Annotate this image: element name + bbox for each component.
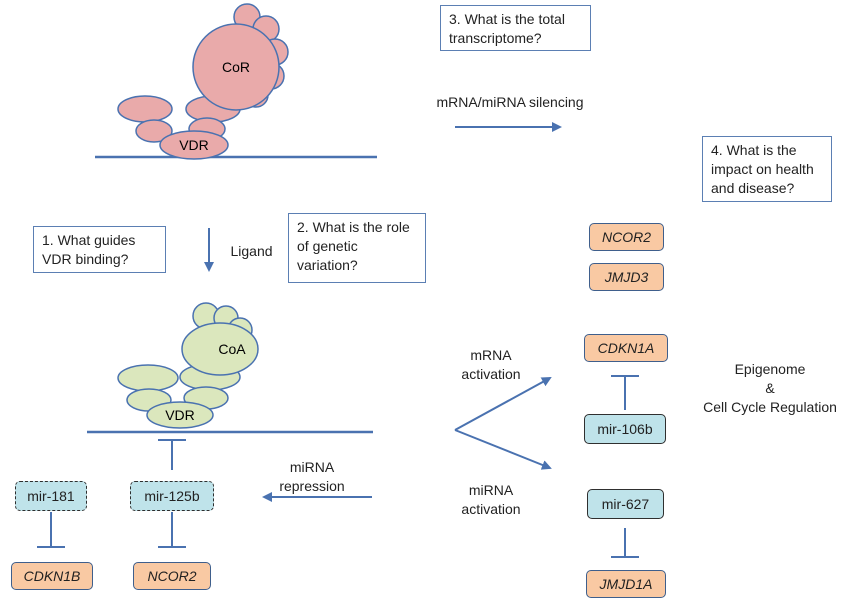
corepressor-label: CoR bbox=[222, 59, 250, 75]
vdr-receptor-top-shape bbox=[159, 130, 229, 160]
question-3-box: 3. What is the total transcriptome? bbox=[440, 5, 591, 51]
epigenome-label: Epigenome & Cell Cycle Regulation bbox=[690, 360, 850, 417]
inhibit-mir125b-ncor2 bbox=[158, 512, 186, 548]
inhibit-mir106b-cdkn1a bbox=[611, 375, 639, 410]
binding-domain-left bbox=[117, 95, 173, 123]
inhibit-mir181-cdkn1b bbox=[37, 512, 65, 548]
mirna-activation-arrow bbox=[454, 429, 552, 470]
inhibit-mir125b-vdr bbox=[158, 439, 186, 470]
mrna-activation-arrow bbox=[454, 377, 552, 431]
silencing-label: mRNA/miRNA silencing bbox=[436, 94, 584, 110]
mirna-box-mir125b: mir-125b bbox=[130, 481, 214, 511]
gene-box-ncor2-bottom: NCOR2 bbox=[133, 562, 211, 590]
binding-domain-mid bbox=[135, 119, 173, 143]
question-2-box: 2. What is the role of genetic variation… bbox=[288, 213, 426, 283]
coactivator-label: CoA bbox=[218, 341, 246, 357]
question-1-box: 1. What guides VDR binding? bbox=[33, 226, 166, 273]
corepressor-complex: CoR VDR bbox=[95, 3, 377, 160]
mirna-box-mir106b: mir-106b bbox=[584, 414, 666, 444]
epigenome-line-1: Epigenome bbox=[734, 361, 806, 377]
epigenome-line-2: & bbox=[765, 380, 775, 396]
gene-box-ncor2-top: NCOR2 bbox=[589, 223, 664, 251]
gene-box-jmjd3: JMJD3 bbox=[589, 263, 664, 291]
mirna-repression-label: miRNA repression bbox=[279, 459, 345, 494]
ligand-label: Ligand bbox=[230, 243, 273, 259]
vdr-label-bottom: VDR bbox=[165, 407, 195, 423]
gene-box-cdkn1b: CDKN1B bbox=[11, 562, 93, 590]
mirna-box-mir627: mir-627 bbox=[587, 489, 664, 519]
epigenome-line-3: Cell Cycle Regulation bbox=[703, 399, 837, 415]
corepressor-body bbox=[192, 23, 280, 111]
mrna-activation-label: mRNA activation bbox=[461, 347, 521, 382]
inhibit-mir627-jmjd1a bbox=[611, 528, 639, 558]
mirna-box-mir181: mir-181 bbox=[15, 481, 87, 511]
question-4-box: 4. What is the impact on health and dise… bbox=[702, 136, 832, 202]
gene-box-cdkn1a: CDKN1A bbox=[584, 334, 668, 362]
coactivator-complex: CoA VDR bbox=[87, 302, 373, 434]
coactivator-body bbox=[181, 322, 259, 376]
act-domain-left bbox=[117, 364, 179, 392]
gene-box-jmjd1a: JMJD1A bbox=[586, 570, 666, 598]
vdr-receptor-bottom-shape bbox=[146, 401, 214, 429]
vdr-label-top: VDR bbox=[179, 137, 209, 153]
mirna-activation-label: miRNA activation bbox=[461, 482, 521, 517]
